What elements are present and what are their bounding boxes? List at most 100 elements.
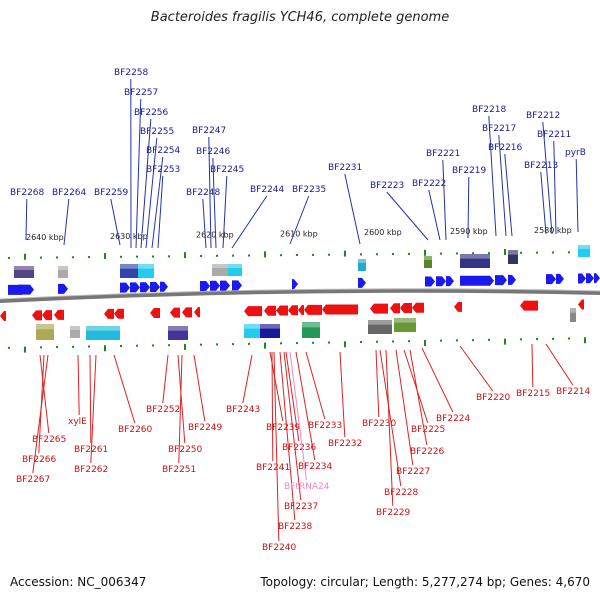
bottom-leader-line	[531, 343, 534, 388]
top-tick-mark	[504, 248, 506, 255]
top-tick-mark	[232, 254, 234, 257]
bottom-tick-mark	[72, 345, 74, 348]
top-tick-mark	[168, 255, 170, 258]
top-gene-label: BF2247	[192, 126, 226, 136]
top-gene-label: BF2221	[426, 149, 460, 159]
bottom-gene-label: BF2266	[22, 455, 57, 465]
kbp-label: 2640 kbp	[26, 233, 64, 242]
forward-gene-arrow	[18, 284, 34, 295]
top-leader-line	[386, 191, 429, 241]
forward-gene-arrow	[210, 280, 220, 291]
forward-gene-arrow	[58, 283, 68, 294]
bottom-leader-line	[289, 351, 307, 481]
top-leader-line	[212, 157, 217, 249]
bottom-leader-line	[295, 351, 316, 461]
top-gene-label: BF2255	[140, 127, 174, 137]
bottom-tick-mark	[280, 342, 282, 345]
bottom-gene-label: BF2240	[262, 543, 297, 553]
bottom-tick-mark	[552, 337, 554, 340]
reverse-gene-arrow	[322, 304, 358, 315]
bottom-tick-mark	[24, 346, 26, 353]
reverse-gene-arrow	[412, 302, 424, 313]
category-box-gloss	[368, 320, 392, 325]
reverse-gene-arrow	[288, 305, 298, 316]
top-gene-label: BF2256	[134, 108, 169, 118]
top-gene-label: BF2248	[186, 188, 221, 198]
top-gene-label: BF2246	[196, 147, 231, 157]
bottom-gene-label: BF2252	[146, 405, 180, 415]
category-box	[368, 320, 392, 334]
reverse-gene-arrow	[298, 305, 304, 316]
reverse-gene-arrow	[0, 311, 6, 321]
forward-gene-arrow	[594, 273, 600, 284]
top-gene-label: BF2213	[524, 161, 558, 171]
top-gene-label: BF2245	[210, 165, 244, 175]
category-box	[570, 308, 576, 322]
category-box	[14, 266, 34, 278]
genome-backbone-highlight	[0, 288, 600, 300]
category-box-gloss	[228, 264, 242, 268]
bottom-gene-label: BF2238	[278, 522, 313, 532]
bottom-tick-mark	[344, 341, 346, 348]
reverse-gene-arrow	[304, 304, 322, 315]
top-leader-line	[442, 159, 447, 241]
top-tick-mark	[520, 251, 522, 254]
reverse-gene-arrow	[454, 301, 462, 312]
bottom-leader-line	[421, 347, 454, 413]
bottom-tick-mark	[40, 346, 42, 349]
category-box	[36, 324, 54, 340]
top-gene-label: BF2211	[537, 130, 571, 140]
bottom-tick-mark	[360, 341, 362, 343]
kbp-label: 2610 kbp	[280, 229, 318, 238]
category-box-gloss	[138, 264, 154, 269]
category-box	[168, 326, 188, 340]
category-box	[578, 245, 590, 257]
bottom-tick-mark	[568, 337, 570, 340]
bottom-gene-label: BF2220	[476, 393, 511, 403]
category-box	[260, 324, 280, 338]
top-leader-line	[151, 156, 164, 249]
category-box-gloss	[70, 326, 80, 330]
category-box-gloss	[212, 264, 228, 268]
bottom-leader-line	[39, 354, 50, 434]
bottom-leader-line	[242, 354, 253, 404]
top-tick-mark	[424, 249, 426, 256]
forward-gene-arrow	[508, 274, 516, 285]
category-box	[212, 264, 228, 276]
top-tick-mark	[8, 256, 10, 259]
bottom-tick-mark	[136, 344, 138, 347]
forward-gene-arrow	[495, 275, 507, 286]
top-gene-label: BF2223	[370, 181, 404, 191]
top-leader-line	[222, 175, 228, 249]
top-leader-line	[135, 98, 142, 249]
reverse-gene-arrow	[370, 303, 388, 314]
bottom-gene-label: BF2232	[328, 439, 362, 449]
category-box-gloss	[578, 245, 590, 249]
bottom-leader-line	[32, 354, 49, 474]
top-gene-label: BF2257	[124, 88, 158, 98]
top-tick-mark	[328, 253, 330, 256]
top-tick-mark	[216, 254, 218, 257]
genome-backbone	[0, 288, 600, 303]
bottom-leader-line	[403, 349, 429, 424]
top-tick-mark	[392, 253, 394, 256]
bottom-gene-label: BF2251	[162, 465, 196, 475]
top-gene-label: BF2244	[250, 185, 285, 195]
top-tick-mark	[120, 255, 122, 258]
forward-gene-arrow	[436, 276, 446, 287]
category-box	[460, 254, 490, 268]
forward-gene-arrow	[425, 276, 435, 287]
top-tick-mark	[104, 252, 106, 259]
bottom-tick-mark	[152, 344, 154, 347]
top-leader-line	[498, 134, 507, 237]
bottom-gene-label: BF2225	[411, 425, 445, 435]
reverse-gene-arrow	[194, 307, 200, 318]
bottom-gene-label: BF2227	[396, 467, 430, 477]
map-title: Bacteroides fragilis YCH46, complete gen…	[150, 10, 450, 25]
bottom-gene-label: BFtRNA24	[284, 482, 330, 492]
bottom-leader-line	[193, 354, 206, 422]
category-box	[302, 322, 320, 338]
bottom-gene-label: BF2224	[436, 414, 471, 424]
bottom-tick-mark	[408, 340, 410, 343]
